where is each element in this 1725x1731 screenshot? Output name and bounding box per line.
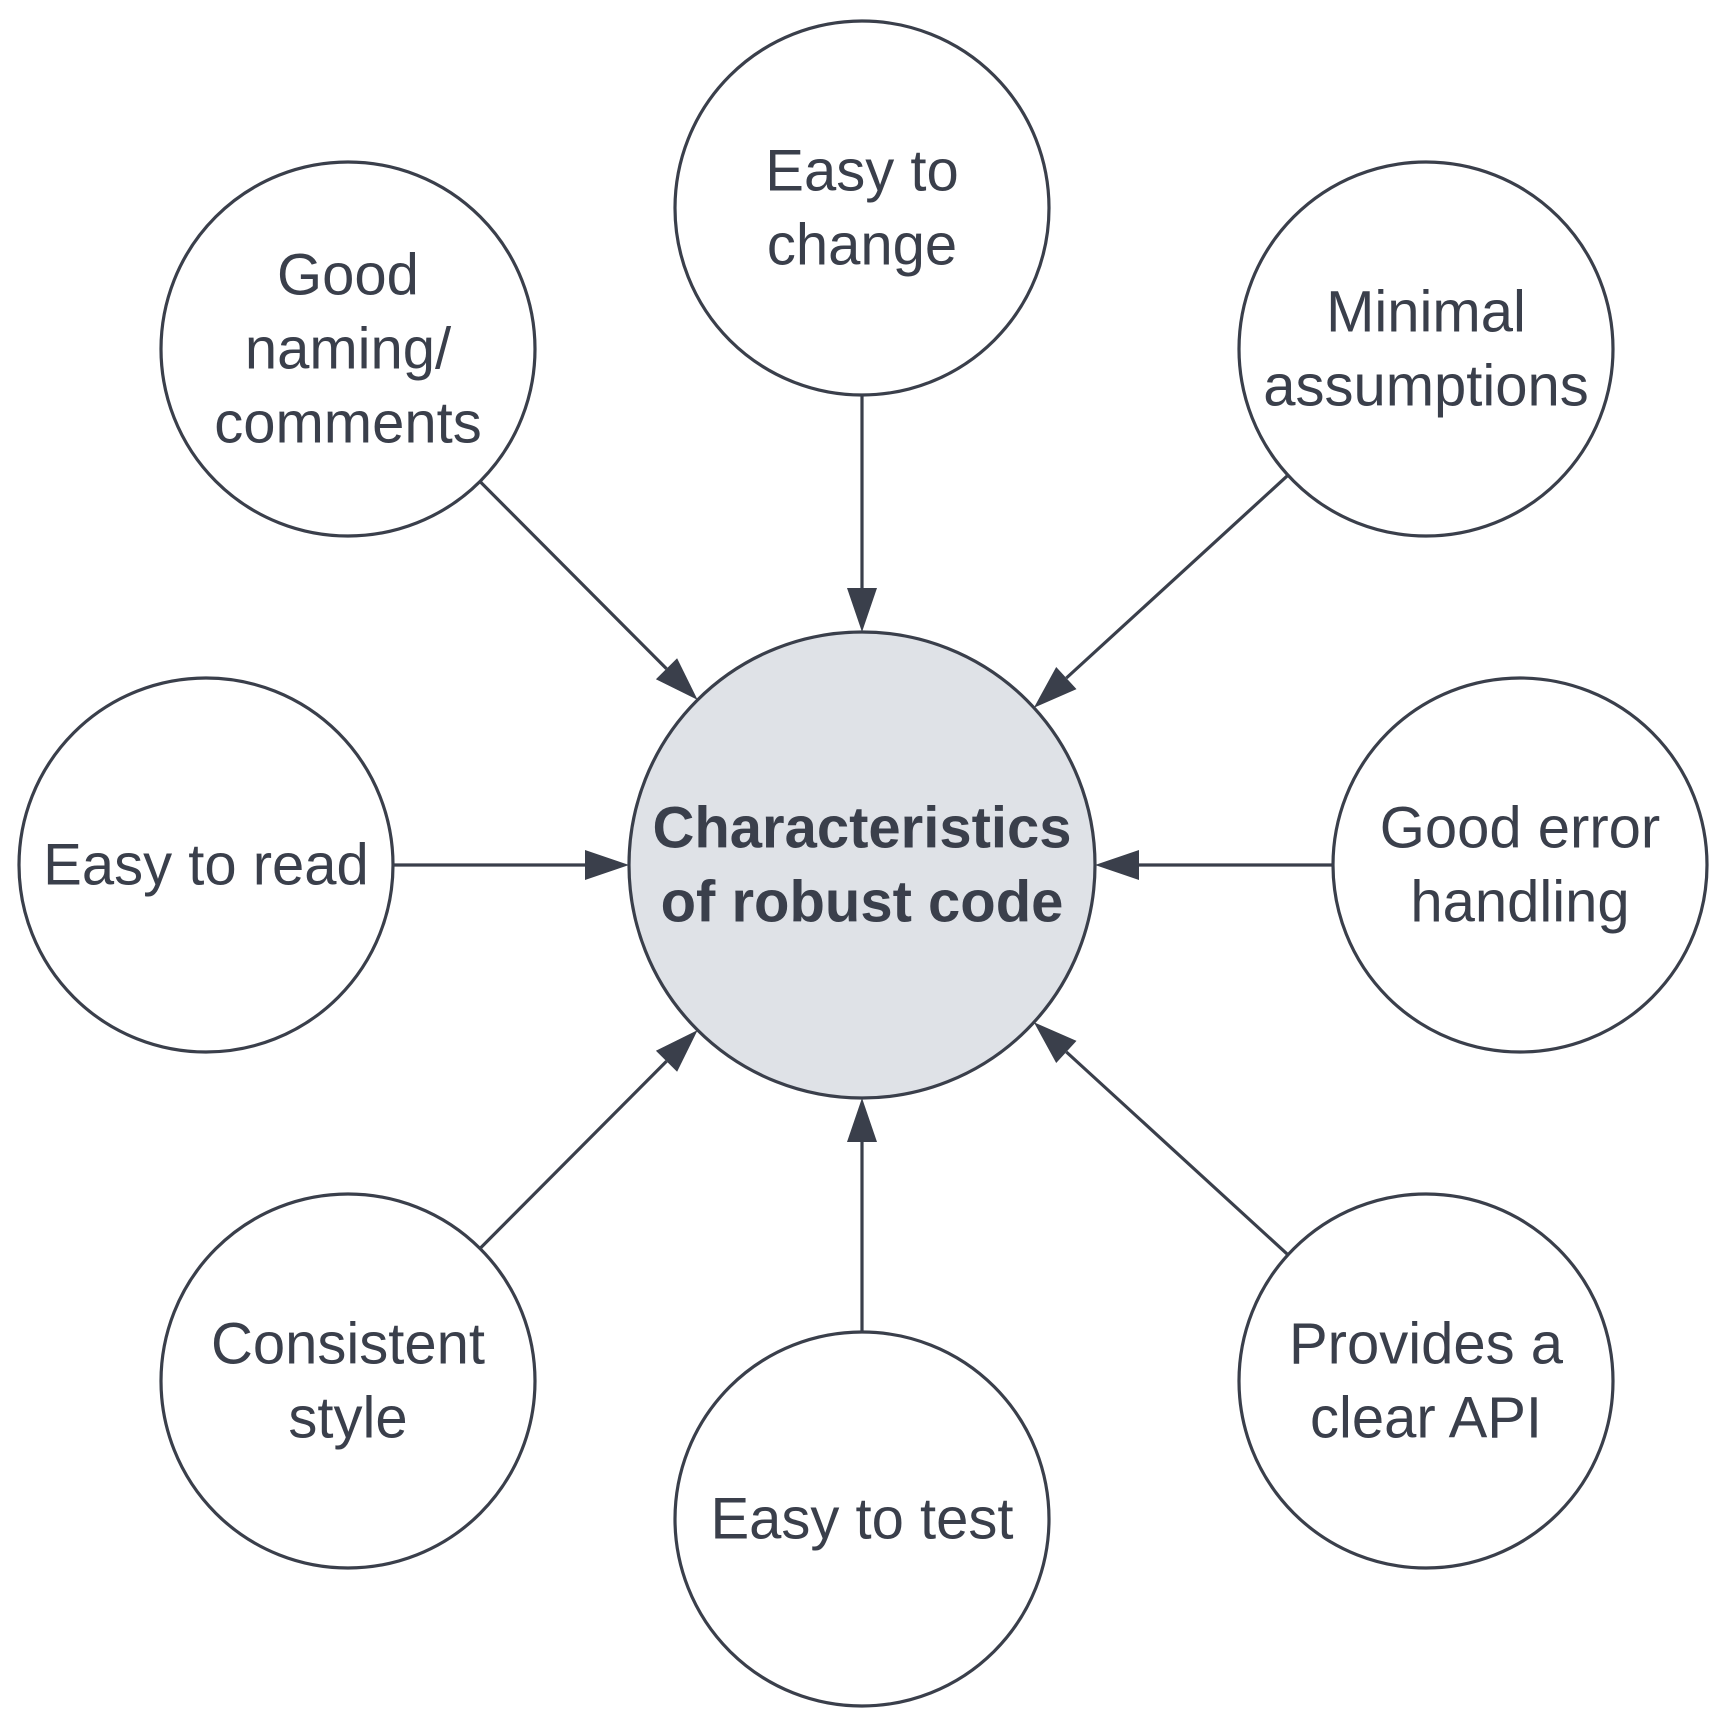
arrowhead-icon [847, 1098, 877, 1142]
connector-line [478, 480, 668, 670]
edge-consistent-style [478, 1030, 698, 1250]
center-label-line: Characteristics [652, 796, 1071, 861]
arrowhead-icon [847, 588, 877, 632]
arrowhead-icon [655, 658, 698, 700]
node-circle [1237, 1192, 1615, 1570]
edge-easy-to-change [847, 395, 877, 632]
edge-good-naming-comments [478, 480, 698, 700]
node-label-line: Minimal [1326, 280, 1526, 345]
node-circle [1237, 160, 1615, 538]
edge-minimal-assumptions [1033, 474, 1290, 708]
nodes-layer: Characteristics of robust code Easy to chan… [17, 19, 1709, 1708]
node-minimal-assumptions: Minimal assumptions [1237, 160, 1615, 538]
arrowhead-icon [1033, 667, 1077, 708]
node-circle [673, 1330, 1051, 1708]
node-circle [159, 1192, 537, 1570]
node-label-line: style [288, 1386, 407, 1451]
center-circle [627, 630, 1097, 1100]
connector-line [1065, 1050, 1290, 1256]
node-easy-to-test: Easy to test [673, 1330, 1051, 1708]
node-good-naming-comments: Good naming/comments [159, 160, 537, 538]
node-circle [159, 160, 537, 538]
node-label-line: clear API [1310, 1386, 1542, 1451]
connector-line [478, 1060, 668, 1250]
node-label-line: assumptions [1263, 354, 1589, 419]
edges-layer [393, 395, 1333, 1332]
node-easy-to-read: Easy to read [17, 676, 395, 1054]
node-circle [17, 676, 395, 1054]
arrowhead-icon [1033, 1022, 1077, 1063]
arrowhead-icon [1095, 850, 1139, 880]
node-label-line: change [767, 213, 957, 278]
connector-line [1065, 474, 1290, 680]
node-label-line: handling [1410, 870, 1629, 935]
node-label-line: Provides a [1289, 1312, 1564, 1377]
node-good-error-handling: Good error handling [1331, 676, 1709, 1054]
node-easy-to-change: Easy to change [673, 19, 1051, 397]
arrowhead-icon [585, 850, 629, 880]
edge-easy-to-test [847, 1098, 877, 1332]
node-provides-clear-api: Provides a clear API [1237, 1192, 1615, 1570]
node-label-line: Easy to read [43, 833, 369, 898]
node-label-line: comments [214, 391, 482, 456]
node-circle [673, 19, 1051, 397]
node-consistent-style: Consistent style [159, 1192, 537, 1570]
node-label-line: Good [277, 243, 419, 308]
node-circle [1331, 676, 1709, 1054]
node-label-line: Easy to [765, 139, 958, 204]
edge-good-error-handling [1095, 850, 1333, 880]
node-label-line: Good error [1380, 796, 1660, 861]
edge-provides-clear-api [1033, 1022, 1290, 1256]
edge-easy-to-read [393, 850, 629, 880]
center-node: Characteristics of robust code [627, 630, 1097, 1100]
node-label-line: Easy to test [710, 1487, 1013, 1552]
arrowhead-icon [655, 1030, 698, 1072]
node-label-line: Consistent [211, 1312, 485, 1377]
center-label-line: of robust code [661, 870, 1064, 935]
node-label-line: naming/ [245, 317, 452, 382]
